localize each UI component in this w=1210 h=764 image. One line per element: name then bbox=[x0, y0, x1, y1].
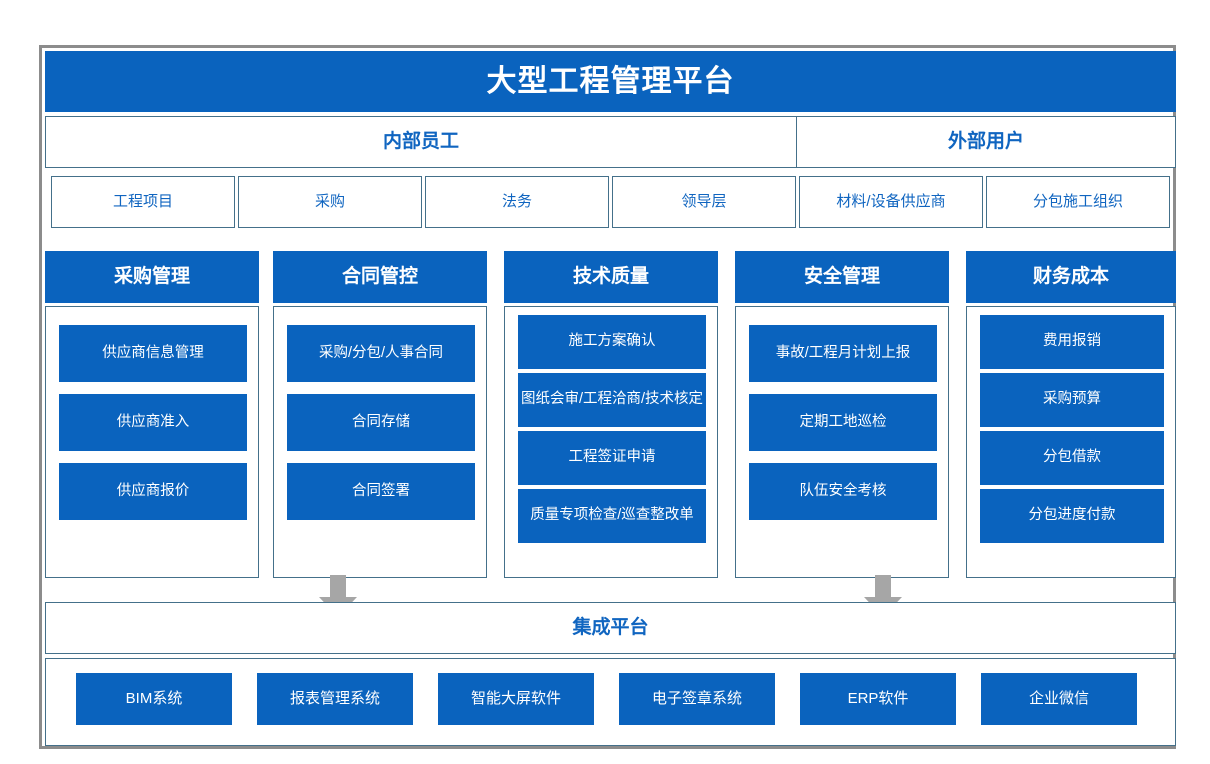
module-item-expense-reimbursement[interactable]: 费用报销 bbox=[980, 315, 1164, 369]
module-body-contract-control: 采购/分包/人事合同 合同存储 合同签署 bbox=[273, 306, 487, 578]
role-button-subcontract-organization[interactable]: 分包施工组织 bbox=[986, 176, 1170, 228]
system-button-report-management[interactable]: 报表管理系统 bbox=[257, 673, 413, 725]
module-header-finance-cost: 财务成本 bbox=[966, 251, 1176, 303]
system-button-erp[interactable]: ERP软件 bbox=[800, 673, 956, 725]
audience-internal-header: 内部员工 bbox=[45, 116, 797, 168]
role-button-legal[interactable]: 法务 bbox=[425, 176, 609, 228]
page-title: 大型工程管理平台 bbox=[45, 51, 1176, 112]
module-header-contract-control: 合同管控 bbox=[273, 251, 487, 303]
module-body-technical-quality: 施工方案确认 图纸会审/工程洽商/技术核定 工程签证申请 质量专项检查/巡查整改… bbox=[504, 306, 718, 578]
system-button-bim[interactable]: BIM系统 bbox=[76, 673, 232, 725]
module-item-accident-monthly-plan-report[interactable]: 事故/工程月计划上报 bbox=[749, 325, 937, 382]
integration-systems-container: BIM系统 报表管理系统 智能大屏软件 电子签章系统 ERP软件 企业微信 bbox=[45, 658, 1176, 746]
role-button-material-equipment-supplier[interactable]: 材料/设备供应商 bbox=[799, 176, 983, 228]
module-header-procurement-management: 采购管理 bbox=[45, 251, 259, 303]
system-button-smart-large-screen[interactable]: 智能大屏软件 bbox=[438, 673, 594, 725]
role-button-procurement[interactable]: 采购 bbox=[238, 176, 422, 228]
module-item-team-safety-assessment[interactable]: 队伍安全考核 bbox=[749, 463, 937, 520]
integration-platform-label: 集成平台 bbox=[45, 602, 1176, 654]
system-button-electronic-seal[interactable]: 电子签章系统 bbox=[619, 673, 775, 725]
module-item-supplier-admission[interactable]: 供应商准入 bbox=[59, 394, 247, 451]
module-item-construction-plan-confirmation[interactable]: 施工方案确认 bbox=[518, 315, 706, 369]
module-item-engineering-visa-application[interactable]: 工程签证申请 bbox=[518, 431, 706, 485]
module-item-procurement-budget[interactable]: 采购预算 bbox=[980, 373, 1164, 427]
module-header-safety-management: 安全管理 bbox=[735, 251, 949, 303]
module-item-supplier-info-management[interactable]: 供应商信息管理 bbox=[59, 325, 247, 382]
role-button-engineering-project[interactable]: 工程项目 bbox=[51, 176, 235, 228]
module-item-contract-signing[interactable]: 合同签署 bbox=[287, 463, 475, 520]
module-body-finance-cost: 费用报销 采购预算 分包借款 分包进度付款 bbox=[966, 306, 1176, 578]
module-body-safety-management: 事故/工程月计划上报 定期工地巡检 队伍安全考核 bbox=[735, 306, 949, 578]
module-item-drawing-review-negotiation-technical-approval[interactable]: 图纸会审/工程洽商/技术核定 bbox=[518, 373, 706, 427]
module-item-quality-special-inspection-rectification[interactable]: 质量专项检查/巡查整改单 bbox=[518, 489, 706, 543]
module-item-subcontract-loan[interactable]: 分包借款 bbox=[980, 431, 1164, 485]
audience-external-header: 外部用户 bbox=[796, 116, 1176, 168]
role-button-leadership[interactable]: 领导层 bbox=[612, 176, 796, 228]
module-item-regular-site-inspection[interactable]: 定期工地巡检 bbox=[749, 394, 937, 451]
module-item-supplier-quotation[interactable]: 供应商报价 bbox=[59, 463, 247, 520]
module-item-subcontract-progress-payment[interactable]: 分包进度付款 bbox=[980, 489, 1164, 543]
module-item-contract-storage[interactable]: 合同存储 bbox=[287, 394, 475, 451]
module-item-procurement-subcontract-hr-contract[interactable]: 采购/分包/人事合同 bbox=[287, 325, 475, 382]
system-button-wechat-work[interactable]: 企业微信 bbox=[981, 673, 1137, 725]
module-header-technical-quality: 技术质量 bbox=[504, 251, 718, 303]
module-body-procurement-management: 供应商信息管理 供应商准入 供应商报价 bbox=[45, 306, 259, 578]
diagram-outer-frame: 大型工程管理平台 内部员工 外部用户 工程项目 采购 法务 领导层 材料/设备供… bbox=[39, 45, 1176, 749]
